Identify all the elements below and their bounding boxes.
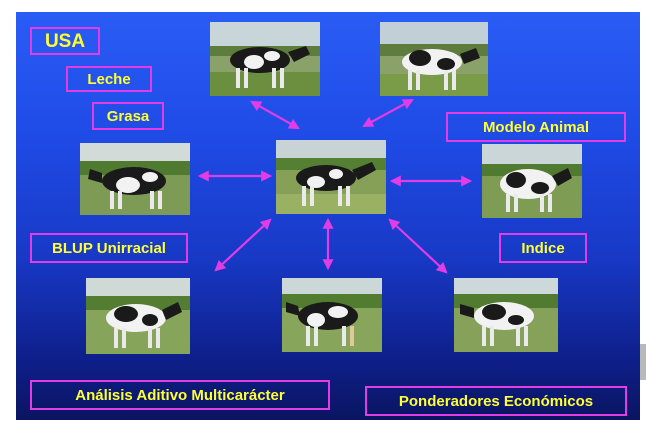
label-blup-unirracial: BLUP Unirracial bbox=[30, 233, 188, 263]
cow-photo-top-left bbox=[210, 22, 320, 96]
cow-photo-top-right bbox=[380, 22, 488, 96]
label-modelo-animal: Modelo Animal bbox=[446, 112, 626, 142]
label-usa: USA bbox=[30, 27, 100, 55]
label-grasa: Grasa bbox=[92, 102, 164, 130]
label-ponderadores-economicos: Ponderadores Económicos bbox=[365, 386, 627, 416]
side-bar bbox=[640, 344, 646, 380]
cow-photo-middle-left bbox=[80, 143, 190, 215]
label-leche: Leche bbox=[66, 66, 152, 92]
label-indice: Indice bbox=[499, 233, 587, 263]
label-analisis-aditivo: Análisis Aditivo Multicarácter bbox=[30, 380, 330, 410]
cow-photo-bottom-center bbox=[282, 278, 382, 352]
cow-photo-center bbox=[276, 140, 386, 214]
cow-photo-middle-right bbox=[482, 144, 582, 218]
cow-photo-bottom-right bbox=[454, 278, 558, 352]
cow-photo-bottom-left bbox=[86, 278, 190, 354]
